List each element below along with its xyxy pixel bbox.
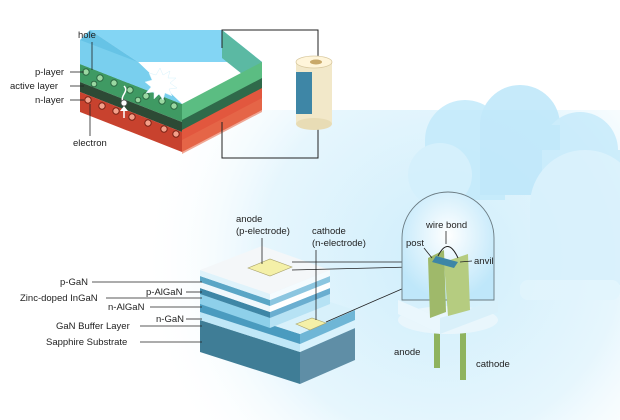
active-layer-face	[80, 82, 182, 132]
label-n-gan: n-GaN	[156, 314, 184, 325]
anvil	[444, 254, 470, 316]
background-leds	[408, 85, 620, 300]
light-burst-icon	[144, 67, 178, 101]
electron-dots	[84, 96, 180, 138]
label-gan-buffer: GaN Buffer Layer	[56, 321, 130, 332]
cathode-electrode	[295, 317, 327, 331]
label-anode: anode	[236, 214, 262, 225]
label-p-layer: p-layer	[35, 67, 64, 78]
block-top-face	[90, 30, 262, 62]
chip-labels: hole p-layer active layer n-layer electr…	[10, 30, 107, 149]
label-n-algan: n-AlGaN	[108, 302, 145, 313]
led-package	[398, 191, 498, 380]
label-zinc-ingan: Zinc-doped InGaN	[20, 293, 98, 304]
label-sapphire: Sapphire Substrate	[46, 337, 127, 348]
label-electron: electron	[73, 138, 107, 149]
label-p-electrode: (p-electrode)	[236, 226, 290, 237]
cathode-leg	[460, 320, 466, 380]
label-active-layer: active layer	[10, 81, 58, 92]
label-n-layer: n-layer	[35, 95, 64, 106]
label-post: post	[406, 238, 424, 249]
pn-junction-block	[80, 30, 262, 154]
battery-icon	[295, 55, 333, 130]
label-hole: hole	[78, 30, 96, 41]
label-cathode-leg: cathode	[476, 359, 510, 370]
hole-dots	[82, 68, 178, 110]
label-cathode: cathode	[312, 226, 346, 237]
label-p-algan: p-AlGaN	[146, 287, 183, 298]
led-labels: wire bond post anvil anode cathode	[394, 220, 510, 370]
wire-bond	[437, 246, 459, 259]
label-n-electrode: (n-electrode)	[312, 238, 366, 249]
circuit	[221, 29, 333, 159]
label-wire-bond: wire bond	[425, 220, 467, 231]
label-p-gan: p-GaN	[60, 277, 88, 288]
label-anode-leg: anode	[394, 347, 420, 358]
post	[428, 250, 446, 318]
anode-leg	[434, 320, 440, 368]
label-anvil: anvil	[474, 256, 494, 267]
anode-electrode	[247, 258, 293, 277]
